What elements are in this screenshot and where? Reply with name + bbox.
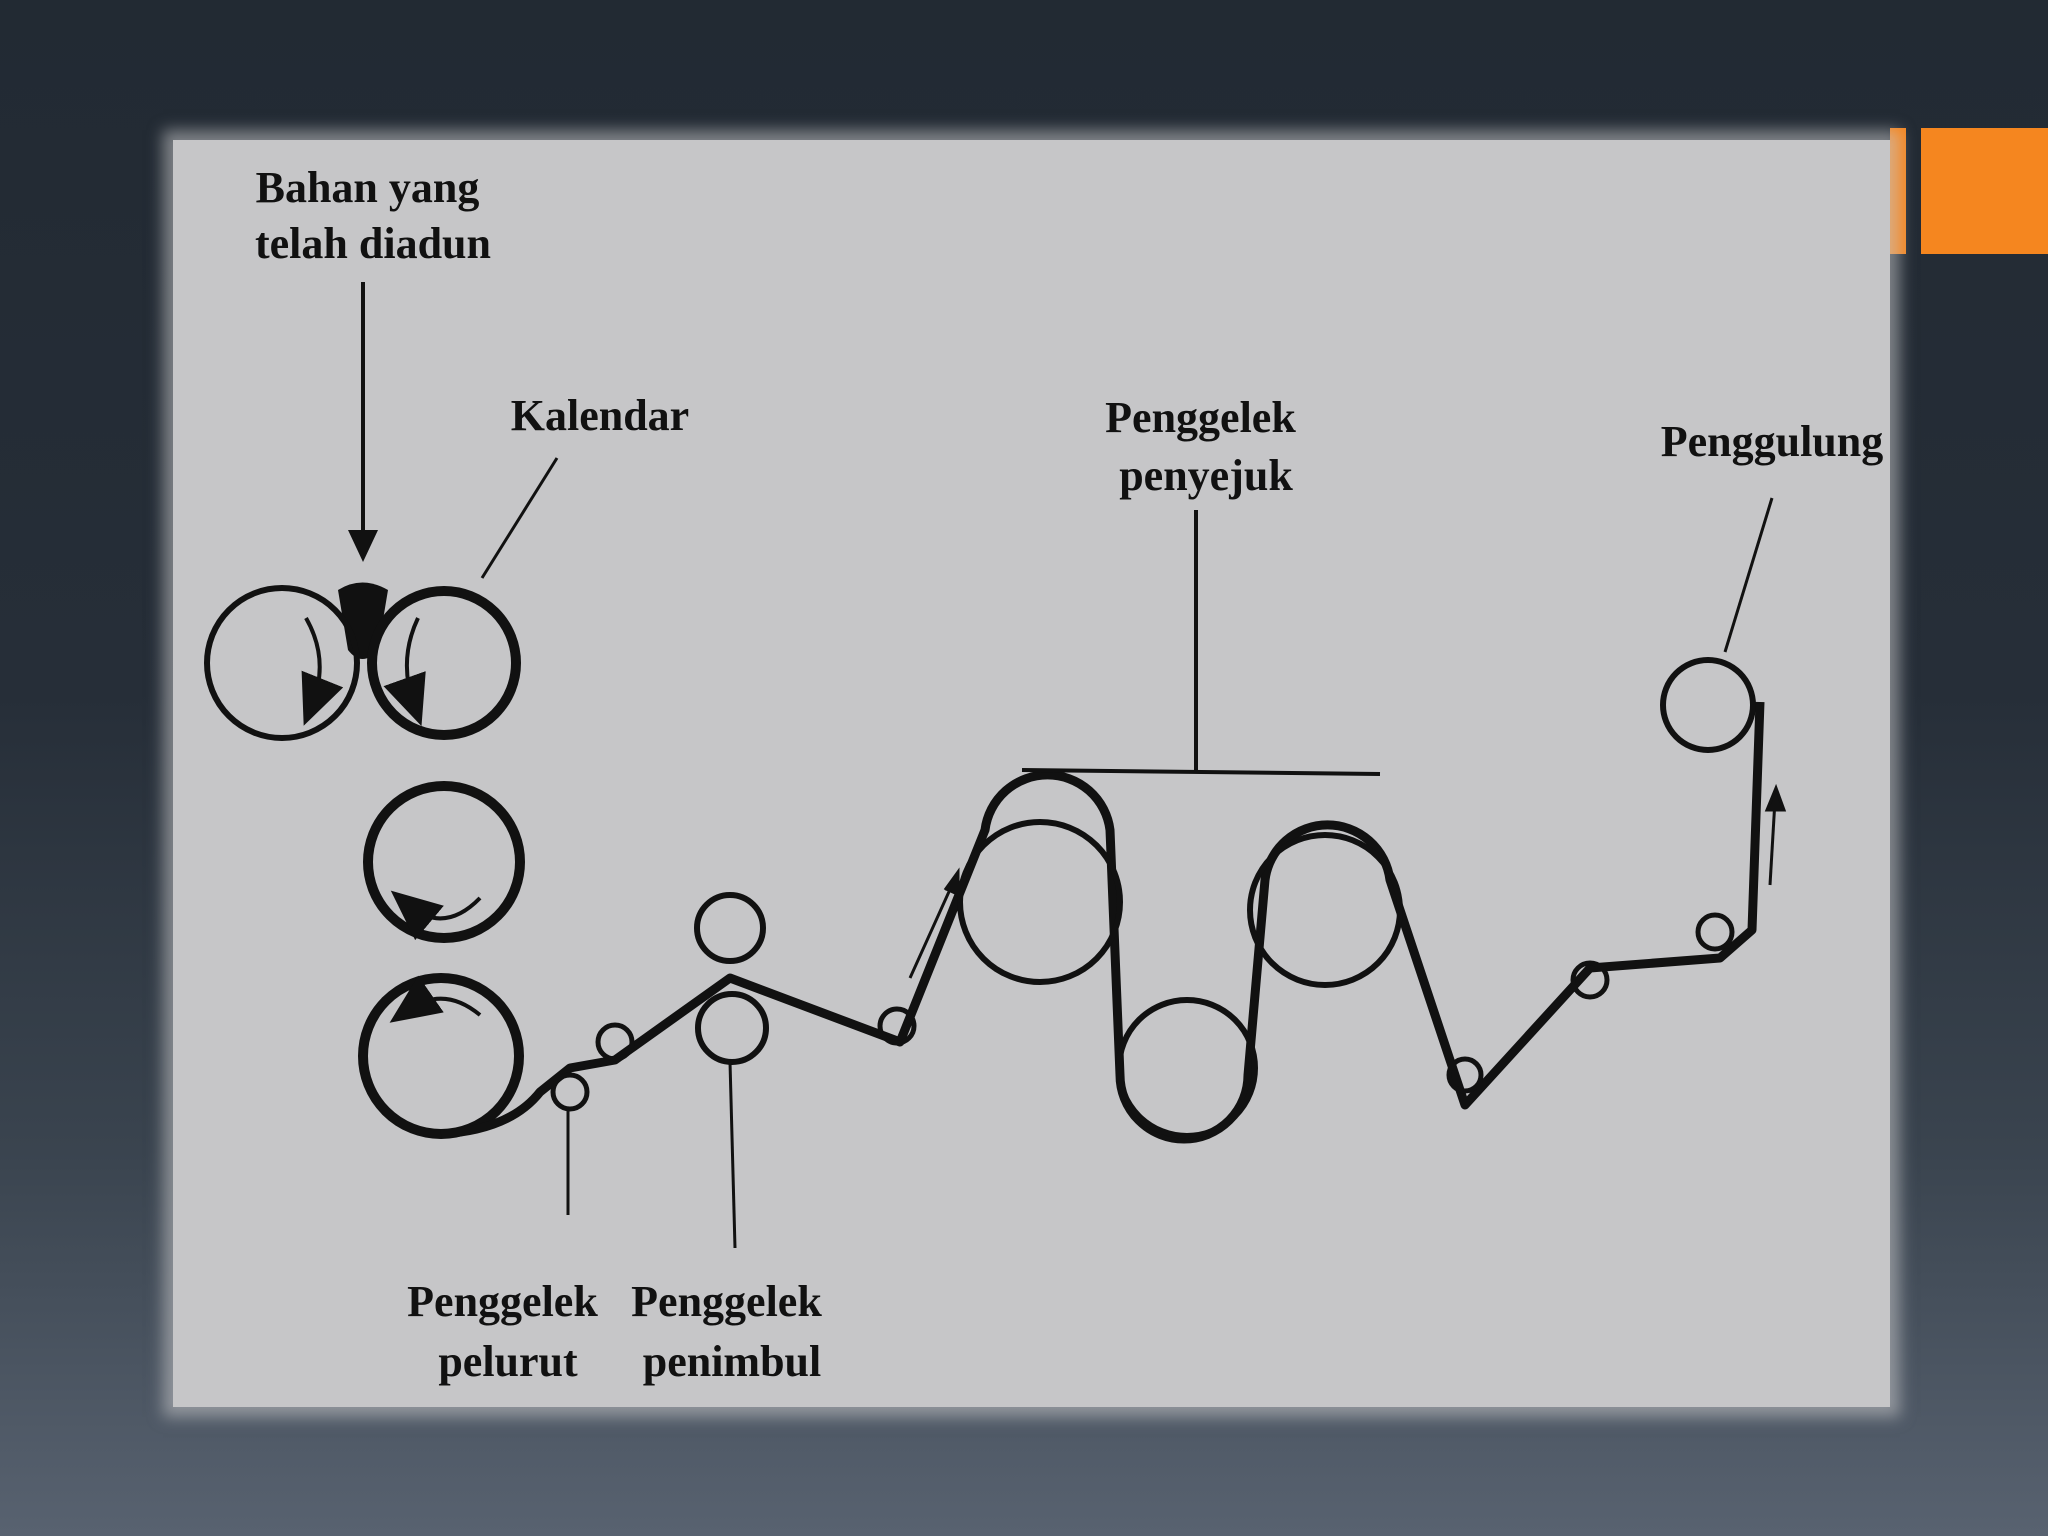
label-embossing-roll-line1: Penggelek bbox=[631, 1277, 822, 1326]
calender-roll-3 bbox=[363, 781, 525, 943]
guide-rolls bbox=[550, 912, 1735, 1112]
cooling-bracket bbox=[1021, 510, 1381, 776]
label-calender: Kalendar bbox=[511, 391, 689, 440]
label-cooling-rolls-line2: penyejuk bbox=[1119, 451, 1293, 500]
label-stripping-roll-line2: pelurut bbox=[438, 1337, 578, 1386]
label-stripping-roll: Penggelek pelurut bbox=[407, 1277, 609, 1386]
label-cooling-rolls-line1: Penggelek bbox=[1105, 393, 1296, 442]
guide-roll-d bbox=[1570, 960, 1610, 1000]
film-path bbox=[440, 701, 1765, 1144]
label-input-material-line1: Bahan yang bbox=[256, 163, 480, 212]
label-stripping-roll-line1: Penggelek bbox=[407, 1277, 598, 1326]
stripping-roll bbox=[550, 1072, 590, 1112]
feed-arrow bbox=[348, 282, 378, 562]
cooling-roll-1 bbox=[957, 819, 1123, 985]
calender-roll-4 bbox=[358, 973, 524, 1139]
winder-roll bbox=[1660, 657, 1756, 753]
label-embossing-roll-line2: penimbul bbox=[643, 1337, 822, 1386]
label-input-material: Bahan yang telah diadun bbox=[255, 163, 491, 268]
calender-roll-1 bbox=[204, 585, 360, 741]
label-input-material-line2: telah diadun bbox=[255, 219, 491, 268]
calender-rolls bbox=[204, 585, 525, 1139]
guide-roll-e bbox=[1695, 912, 1735, 952]
cooling-roll-2 bbox=[1116, 997, 1258, 1139]
leader-lines bbox=[566, 497, 1774, 1249]
accent-bar-wide bbox=[1921, 128, 2048, 254]
embossing-rolls bbox=[694, 892, 769, 1065]
label-cooling-rolls: Penggelek penyejuk bbox=[1105, 393, 1307, 500]
direction-arrows bbox=[908, 783, 1787, 979]
guide-roll-c bbox=[1446, 1056, 1484, 1094]
cooling-roll-3 bbox=[1247, 832, 1403, 988]
guide-roll-b bbox=[877, 1006, 917, 1046]
calender-leader bbox=[480, 457, 559, 579]
embossing-roll-top bbox=[694, 892, 766, 964]
cooling-rolls bbox=[957, 819, 1403, 1139]
calender-roll-2 bbox=[367, 586, 521, 740]
label-winder: Penggulung bbox=[1661, 417, 1884, 466]
embossing-roll-bottom bbox=[695, 991, 769, 1065]
label-embossing-roll: Penggelek penimbul bbox=[631, 1277, 833, 1386]
guide-roll-a bbox=[595, 1022, 635, 1062]
rotation-arrows bbox=[301, 617, 482, 1023]
accent-bar-thin bbox=[1890, 128, 1906, 254]
